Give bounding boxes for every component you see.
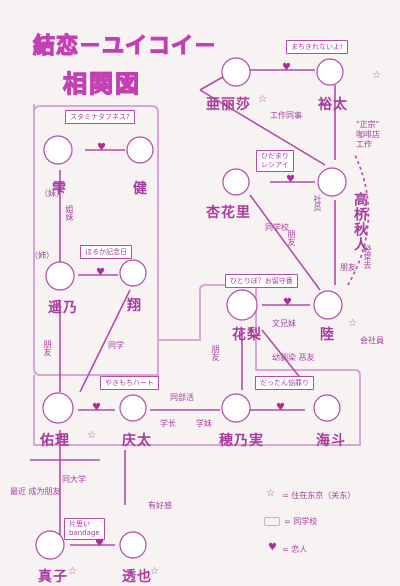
name-takahashi: 高桥秋人 <box>352 192 368 252</box>
name-yuta: 裕太 <box>318 97 348 113</box>
title: 結恋－ユイコイ－ 相関図 <box>32 24 216 104</box>
label-senior: 学长 <box>160 419 176 428</box>
label-colleague: 工作同事 <box>270 111 302 120</box>
heart-icon: ♥ <box>96 267 105 278</box>
name-karin-top: 杏花里 <box>206 205 251 221</box>
name-riku: 陸 <box>320 327 335 343</box>
face-ken <box>126 136 154 164</box>
label-president: 会社員 <box>360 336 384 345</box>
face-yuta <box>316 58 344 86</box>
label-junior: 学妹 <box>196 419 212 428</box>
label-shizuku-sis: （妹） <box>40 189 64 198</box>
face-mako <box>35 530 65 560</box>
bubble-honomi: だったん悩罪り <box>255 376 314 390</box>
label-classmate: 同学 <box>108 341 124 350</box>
name-yuri: 佑理 <box>40 433 70 449</box>
label-same-club: 同部活 <box>170 393 194 402</box>
name-arisa: 亜丽莎 <box>206 97 251 113</box>
legend-box: = 同学校 <box>284 517 318 526</box>
heart-icon: ♥ <box>97 142 106 153</box>
label-sisters: 姐妹 <box>65 205 74 221</box>
label-haruno-sis: （姉） <box>30 251 54 260</box>
face-riku <box>313 290 343 320</box>
legend-heart-icon: ♥ <box>268 542 277 553</box>
label-siblings: 文兄妹 <box>272 319 296 328</box>
face-sho <box>119 259 147 287</box>
bubble-haruno: ほるか記念日 <box>80 245 132 259</box>
name-keita: 庆太 <box>122 433 152 449</box>
heart-icon: ♥ <box>282 62 291 73</box>
legend-star: = 住在东京（关东） <box>282 491 356 500</box>
title-main: 結恋－ユイコイ－ <box>32 33 218 59</box>
title-sub: 相関図 <box>62 69 141 98</box>
bubble-keita: やきもちハート <box>100 376 159 390</box>
label-best-friends: 最近 成为朋友 <box>10 487 61 496</box>
label-osananajimi: 幼驯染 恶友 <box>272 353 315 362</box>
legend-heart: = 恋人 <box>282 545 308 554</box>
face-toya <box>119 531 147 559</box>
heart-icon: ♥ <box>286 174 295 185</box>
bubble-toya: 片思い bandage <box>64 518 105 540</box>
face-yuri <box>42 392 74 424</box>
bubble-yuta: まちきれないよ! <box>286 40 348 54</box>
heart-icon: ♥ <box>276 402 285 413</box>
face-kaito <box>313 394 341 422</box>
name-shizuku: 雫 <box>52 181 67 197</box>
label-cafe: "正宗" 咖啡店 工作 <box>356 120 380 149</box>
name-kaito: 海斗 <box>316 433 346 449</box>
label-classmate-school: 同学校 <box>265 223 289 232</box>
heart-icon: ♥ <box>283 297 292 308</box>
bubble-karin: ひとりぼ？お留守番 <box>225 274 298 288</box>
name-toya: 透也 <box>122 569 152 585</box>
name-sho: 翔 <box>127 298 142 314</box>
label-friend-1: 朋友 <box>43 340 52 356</box>
bubble-karin-top: ひだまり レシアイ <box>256 150 294 172</box>
star-icon: ☆ <box>87 430 96 441</box>
label-friend-2: 朋友 <box>211 345 220 361</box>
star-icon: ☆ <box>348 318 357 329</box>
star-icon: ☆ <box>372 70 381 81</box>
heart-icon: ♥ <box>92 402 101 413</box>
face-shizuku <box>43 135 73 165</box>
name-karin: 花梨 <box>232 327 262 343</box>
legend-box-icon <box>264 517 280 526</box>
name-mako: 真子 <box>38 569 68 585</box>
legend-star-icon: ☆ <box>266 488 275 499</box>
name-haruno: 遥乃 <box>48 300 78 316</box>
face-arisa <box>221 57 251 87</box>
label-regular: 经常去 <box>363 245 372 269</box>
label-friend-3: 朋友 <box>287 230 296 246</box>
school-box-right <box>33 284 361 446</box>
star-icon: ☆ <box>258 94 267 105</box>
label-boss: 社员 <box>313 195 322 211</box>
star-icon: ☆ <box>150 566 159 577</box>
face-keita <box>119 394 147 422</box>
face-honomi <box>221 393 251 423</box>
school-box-left <box>33 104 159 376</box>
name-ken: 健 <box>133 181 148 197</box>
label-good-feeling: 有好感 <box>148 501 172 510</box>
bubble-ken: スタミナタフネス? <box>65 110 135 124</box>
face-takahashi <box>317 167 347 197</box>
star-icon: ☆ <box>68 566 77 577</box>
heart-icon: ♥ <box>95 538 104 549</box>
face-karin-top <box>222 168 250 196</box>
label-friend-4: 朋友 <box>340 263 356 272</box>
name-honomi: 穂乃実 <box>219 433 264 449</box>
label-same-univ: 同大学 <box>62 475 86 484</box>
face-haruno <box>45 261 75 291</box>
face-karin <box>226 289 258 321</box>
